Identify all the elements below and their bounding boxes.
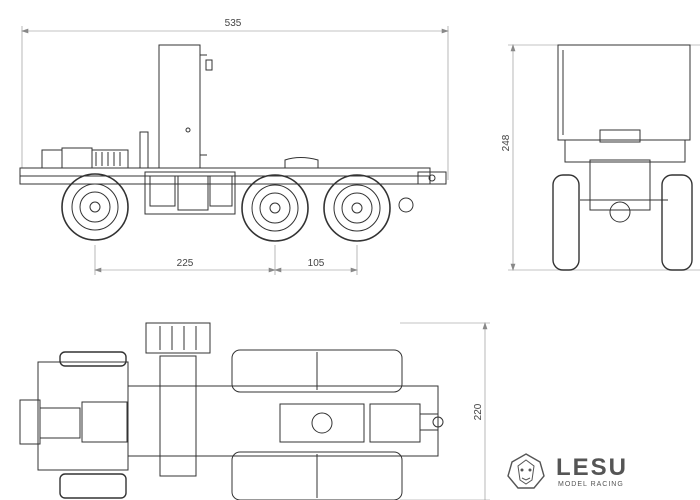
front-wheel [61, 173, 129, 241]
dimension-width [400, 322, 490, 500]
brand-tagline: MODEL RACING [558, 481, 624, 488]
rear-wheel [323, 174, 391, 242]
dimension-overall-length [21, 26, 449, 180]
dimension-label-width: 220 [473, 403, 484, 420]
front-view [508, 44, 700, 271]
lion-head-icon [507, 453, 545, 489]
dimension-wheelbase [94, 245, 358, 275]
middle-wheel [241, 174, 309, 242]
top-view [19, 322, 490, 500]
dimension-label-wheelbase-rear: 105 [308, 258, 325, 269]
dimension-label-wheelbase-front: 225 [177, 258, 194, 269]
side-view: 535 [19, 18, 449, 275]
dimension-label-overall-length: 535 [225, 18, 242, 29]
brand-logo: LESU [556, 454, 629, 481]
dimension-label-height: 248 [501, 134, 512, 151]
